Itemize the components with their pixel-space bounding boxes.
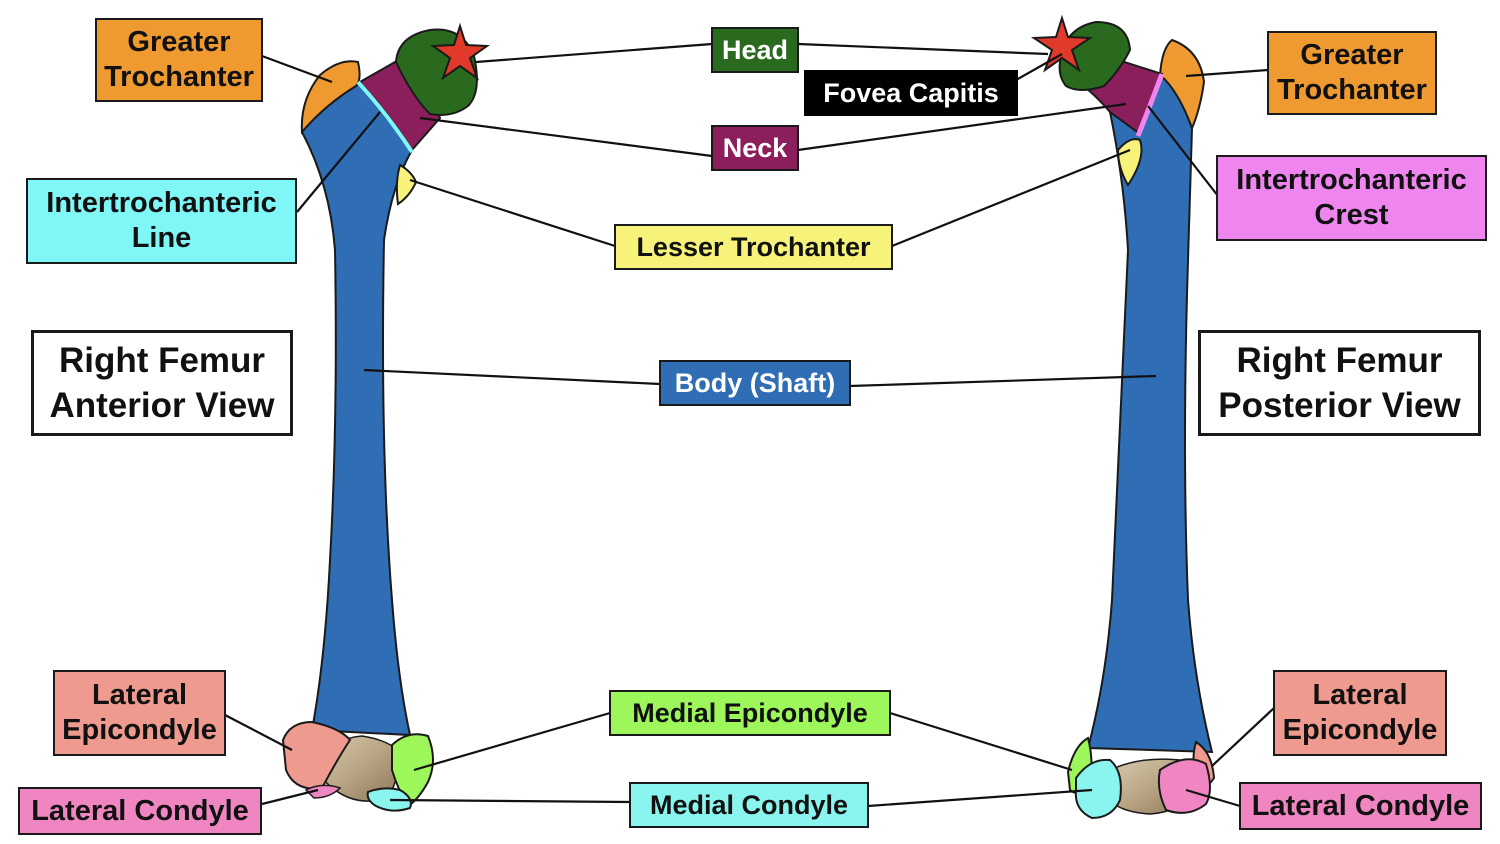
label-line: Medial Epicondyle (632, 697, 868, 728)
anterior-femur (281, 22, 490, 812)
label-line: Lateral Condyle (1251, 789, 1470, 822)
title-line: Posterior View (1218, 386, 1461, 425)
leader-lateral-epicondyle-right (1211, 707, 1275, 767)
label-line: Line (131, 222, 192, 254)
leader-greater-trochanter-left (261, 54, 333, 84)
label-line: Medial Condyle (649, 789, 849, 820)
leader-lesser-trochanter-left (409, 178, 616, 248)
label-greater-trochanter-anterior: Greater Trochanter (95, 18, 263, 102)
title-anterior-view: Right Femur Anterior View (31, 330, 293, 436)
anterior-lateral-condyle (304, 784, 342, 799)
label-line: Lateral Condyle (31, 794, 249, 827)
leader-intertrochanteric-crest (1147, 105, 1219, 197)
label-line: Greater (1300, 39, 1404, 72)
label-fovea-capitis: Fovea Capitis (804, 70, 1018, 116)
anterior-shaft (300, 80, 414, 737)
posterior-lateral-condyle (1157, 758, 1211, 814)
label-line: Intertrochanteric (46, 187, 277, 220)
leader-body-left (363, 368, 661, 386)
anterior-greater-trochanter (300, 60, 361, 135)
label-line: Epicondyle (62, 714, 217, 746)
label-head: Head (711, 27, 799, 73)
label-line: Trochanter (1277, 74, 1427, 106)
label-lateral-condyle-anterior: Lateral Condyle (18, 787, 262, 835)
anterior-medial-condyle (366, 787, 412, 812)
label-line: Body (Shaft) (674, 367, 836, 398)
label-line: Greater (127, 26, 231, 59)
label-line: Lateral (1312, 679, 1408, 712)
posterior-lesser-trochanter (1116, 138, 1143, 187)
title-line: Right Femur (58, 340, 266, 380)
label-lateral-epicondyle-anterior: Lateral Epicondyle (53, 670, 226, 756)
label-body-shaft: Body (Shaft) (659, 360, 851, 406)
leader-lateral-epicondyle-left (224, 714, 293, 751)
leader-greater-trochanter-right (1185, 68, 1269, 78)
posterior-femur (1030, 14, 1216, 820)
title-line: Right Femur (1236, 340, 1443, 380)
leader-lesser-trochanter-right (891, 148, 1131, 248)
leader-fovea (1015, 53, 1063, 81)
label-line: Head (721, 34, 789, 65)
label-line: Lateral (91, 679, 188, 712)
label-lateral-epicondyle-posterior: Lateral Epicondyle (1273, 670, 1447, 756)
anterior-intertrochanteric-line (356, 80, 414, 154)
label-line: Intertrochanteric (1236, 164, 1467, 197)
label-line: Trochanter (104, 61, 254, 93)
leader-neck-left (419, 116, 713, 158)
label-medial-condyle: Medial Condyle (629, 782, 869, 828)
posterior-medial-condyle (1074, 758, 1122, 820)
title-posterior-view: Right Femur Posterior View (1198, 330, 1481, 436)
leader-lateral-condyle-left (261, 788, 319, 806)
label-neck: Neck (711, 125, 799, 171)
anterior-lesser-trochanter (395, 163, 418, 206)
posterior-shaft (1086, 73, 1214, 754)
label-line: Crest (1314, 199, 1389, 231)
leader-body-right (849, 374, 1157, 388)
leader-medial-epicondyle-right (889, 711, 1073, 772)
leader-lines (224, 42, 1275, 808)
label-line: Fovea Capitis (823, 77, 999, 108)
leader-head-right (797, 42, 1049, 56)
label-lesser-trochanter: Lesser Trochanter (614, 224, 893, 270)
label-line: Neck (722, 132, 788, 163)
leader-medial-condyle-left (389, 798, 631, 804)
leader-medial-condyle-right (867, 788, 1093, 808)
posterior-intertrochanteric-crest (1135, 73, 1165, 137)
leader-lateral-condyle-right (1185, 788, 1241, 808)
label-greater-trochanter-posterior: Greater Trochanter (1267, 31, 1437, 115)
title-line: Anterior View (49, 386, 275, 425)
leader-neck-right (797, 102, 1127, 152)
leader-intertrochanteric-line (296, 111, 381, 213)
label-line: Lesser Trochanter (636, 231, 871, 262)
anterior-lateral-epicondyle (281, 720, 352, 790)
label-lateral-condyle-posterior: Lateral Condyle (1239, 782, 1482, 830)
leader-head-left (475, 42, 713, 64)
label-intertrochanteric-line: Intertrochanteric Line (26, 178, 297, 264)
anterior-fovea-star (430, 22, 490, 81)
posterior-fovea-star (1030, 14, 1094, 73)
leader-medial-epicondyle-left (413, 711, 611, 772)
label-medial-epicondyle: Medial Epicondyle (609, 690, 891, 736)
posterior-greater-trochanter (1158, 38, 1206, 131)
label-line: Epicondyle (1282, 714, 1438, 746)
label-intertrochanteric-crest: Intertrochanteric Crest (1216, 155, 1487, 241)
